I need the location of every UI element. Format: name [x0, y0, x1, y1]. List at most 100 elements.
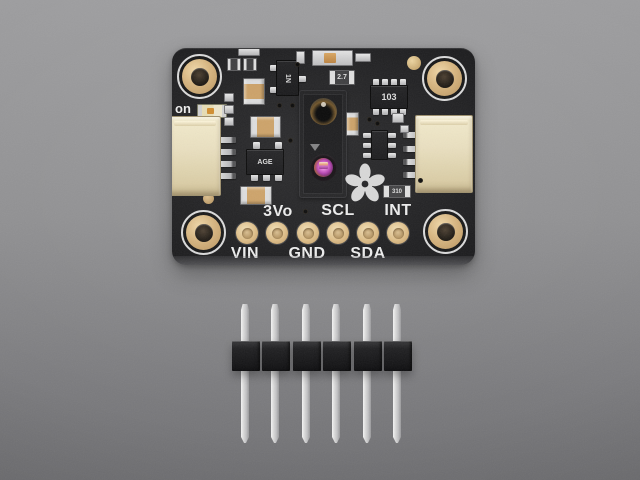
mounting-hole-top-right: [422, 56, 467, 101]
ic-pin: [363, 143, 371, 148]
ic-pin: [388, 143, 396, 148]
capacitor-body: [324, 53, 336, 63]
mounting-hole-bore: [194, 223, 213, 242]
via: [367, 117, 372, 122]
ic-pin: [388, 133, 396, 138]
header-pin: [363, 304, 371, 443]
header-strip: [232, 304, 413, 444]
smd-resistor-310: 310: [383, 185, 411, 198]
regulator-pin: [263, 174, 270, 181]
mounting-hole-gold-pad: [182, 59, 217, 94]
smd-component: [238, 49, 260, 56]
pcb-routed-edge: [172, 256, 475, 265]
smd-capacitor: [243, 78, 265, 105]
header-pin: [271, 304, 279, 443]
on-led-label: on: [175, 101, 191, 116]
transistor-marking: 1N: [283, 73, 291, 83]
pin-hole-bore: [241, 227, 253, 239]
ic-pin: [363, 153, 371, 158]
resistor-network-marking: 103: [381, 92, 397, 102]
sensor-emitter-glow: [314, 158, 333, 177]
header-pin: [302, 304, 310, 443]
chip-pin: [373, 108, 379, 115]
regulator-pin: [275, 174, 282, 181]
resistor-marking: 310: [391, 188, 402, 195]
stemma-qt-connector-left: [172, 116, 221, 196]
gold-fiducial-dot: [407, 56, 421, 70]
small-ic: [371, 130, 388, 160]
connector-pin: [219, 161, 236, 167]
sensor-glint: [321, 102, 326, 107]
smd-component: [400, 125, 409, 133]
power-inductor: 2.7: [329, 70, 355, 85]
ic-pin: [388, 153, 396, 158]
header-collar: [323, 341, 351, 371]
via: [418, 178, 423, 183]
mounting-hole-gold-pad: [186, 215, 221, 250]
header-collar: [262, 341, 290, 371]
smd-component: [355, 53, 371, 62]
connector-lip: [420, 120, 468, 125]
smd-component: [392, 113, 404, 123]
pin-hole-bore: [302, 227, 314, 239]
connector-lip: [174, 121, 216, 126]
connector-pin: [219, 137, 236, 143]
via: [303, 209, 308, 214]
smd-capacitor: [346, 112, 359, 136]
header-collar: [354, 341, 382, 371]
header-collar: [293, 341, 321, 371]
pcb-board: on: [172, 48, 475, 265]
via: [277, 103, 282, 108]
chip-pin: [382, 108, 388, 115]
header-pin: [332, 304, 340, 443]
silkscreen-triangle-marker: [310, 144, 320, 151]
mounting-hole-bottom-left: [181, 210, 226, 255]
sensor-detector-aperture: [310, 98, 337, 125]
pin-label-scl: SCL: [321, 202, 355, 219]
pin-hole-bore: [271, 227, 283, 239]
regulator-pin: [251, 174, 258, 181]
pin-label-int: INT: [384, 202, 412, 219]
ic-pin: [363, 133, 371, 138]
transistor-lead: [298, 76, 306, 82]
via: [288, 138, 293, 143]
pin-hole-sda: [357, 222, 379, 244]
smd-capacitor: [250, 116, 281, 138]
mounting-hole-bore: [435, 69, 454, 88]
via: [295, 62, 300, 67]
smd-capacitor: [312, 50, 353, 66]
smd-component: [224, 93, 234, 102]
adafruit-flower-logo: [345, 163, 385, 202]
connector-pin: [219, 173, 236, 179]
pin-hole-bore: [362, 227, 374, 239]
mounting-hole-bore: [436, 222, 455, 241]
regulator-pin: [275, 142, 282, 149]
header-pin: [393, 304, 401, 443]
mounting-hole-bore: [190, 67, 209, 86]
power-led-die: [207, 108, 214, 114]
connector-pin: [219, 149, 236, 155]
smd-component: [227, 58, 241, 71]
stemma-qt-connector-right: [415, 115, 473, 193]
pin-hole-3vo: [266, 222, 288, 244]
sensor-ir-emitter-aperture: [310, 154, 337, 181]
pin-hole-gnd: [297, 222, 319, 244]
smd-component: [224, 105, 234, 114]
pin-label-3vo: 3Vo: [263, 203, 293, 220]
mounting-hole-gold-pad: [427, 61, 462, 96]
header-collar: [232, 341, 260, 371]
resistor-network-103: 103: [370, 85, 408, 109]
via: [375, 121, 380, 126]
sensor-emitter-die: [319, 162, 328, 169]
header-collar: [384, 341, 412, 371]
mounting-hole-top-left: [177, 54, 222, 99]
via: [290, 103, 295, 108]
regulator-marking: AGE: [257, 158, 273, 166]
proximity-sensor-module: [299, 90, 347, 198]
inductor-marking: 2.7: [337, 74, 347, 81]
voltage-regulator: AGE: [246, 149, 284, 175]
mounting-hole-gold-pad: [428, 214, 463, 249]
smd-component: [243, 58, 257, 71]
regulator-pin: [253, 142, 260, 149]
